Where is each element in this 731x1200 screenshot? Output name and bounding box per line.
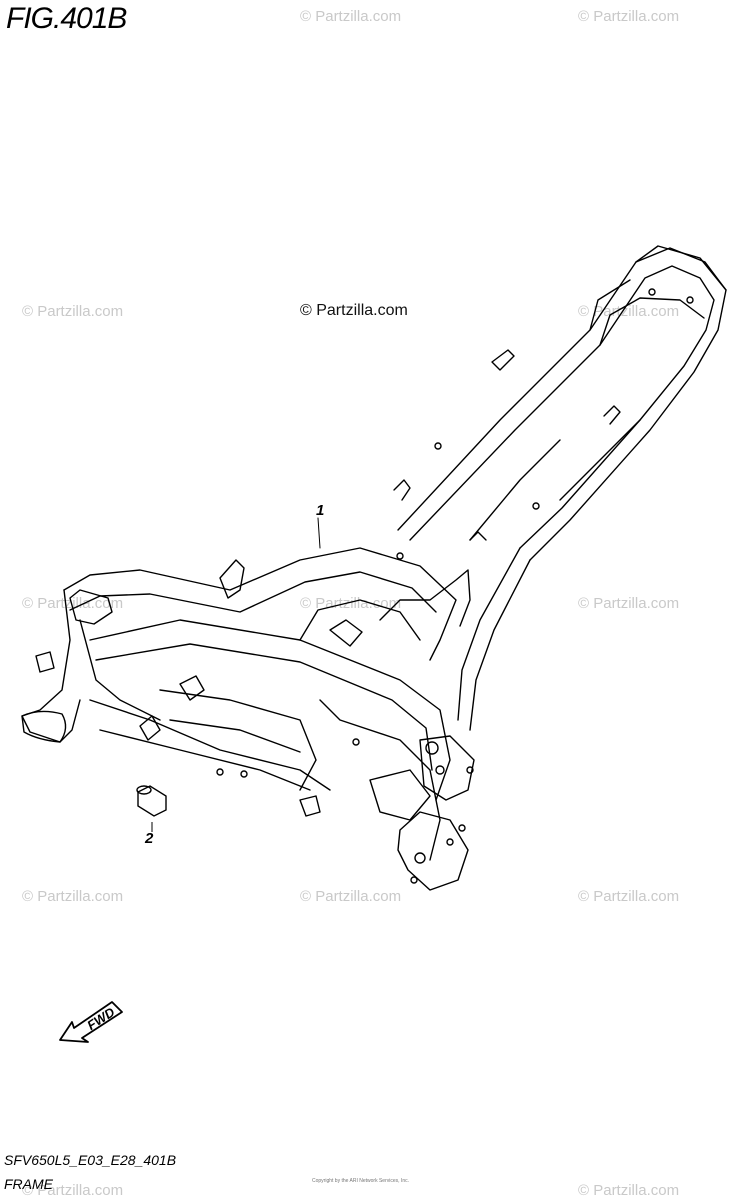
callout-1: 1	[316, 502, 325, 519]
spacer-part-drawing	[136, 785, 167, 832]
figure-title: FIG.401B	[6, 2, 127, 35]
watermark: © Partzilla.com	[578, 595, 680, 612]
watermark: © Partzilla.com	[22, 303, 124, 320]
fwd-arrow-icon: FWD	[56, 996, 126, 1051]
watermark: © Partzilla.com	[300, 888, 402, 905]
watermark-main: © Partzilla.com	[300, 302, 408, 319]
watermark: © Partzilla.com	[300, 8, 402, 25]
watermark: © Partzilla.com	[578, 888, 680, 905]
model-code: SFV650L5_E03_E28_401B	[4, 1152, 177, 1168]
watermark: © Partzilla.com	[22, 1182, 124, 1199]
watermark: © Partzilla.com	[578, 303, 680, 320]
callout-2: 2	[145, 830, 154, 847]
watermark: © Partzilla.com	[22, 595, 124, 612]
watermark: © Partzilla.com	[578, 8, 680, 25]
watermark: © Partzilla.com	[578, 1182, 680, 1199]
watermark: © Partzilla.com	[22, 888, 124, 905]
copyright-fine-print: Copyright by the ARI Network Services, I…	[312, 1178, 409, 1184]
figure-caption: FRAME	[4, 1176, 53, 1192]
